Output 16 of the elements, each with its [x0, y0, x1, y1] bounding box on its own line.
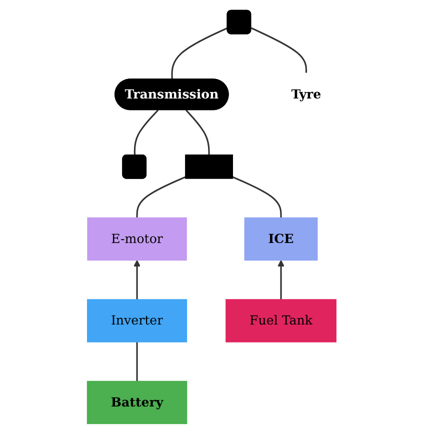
node-box: ICE [244, 217, 318, 261]
connector [136, 342, 138, 382]
node-box: Inverter [87, 299, 188, 342]
connector [172, 27, 228, 80]
connector [232, 176, 282, 218]
node-text: Tyre [292, 86, 322, 102]
connector [136, 176, 186, 218]
connector [186, 110, 210, 155]
connector [251, 27, 308, 74]
node-box [186, 154, 234, 179]
node-box: Fuel Tank [226, 299, 337, 342]
node-box: Battery [87, 380, 188, 424]
node-box: E-motor [88, 217, 188, 261]
connector [134, 110, 160, 156]
arrow [134, 260, 141, 300]
arrow [278, 260, 285, 300]
